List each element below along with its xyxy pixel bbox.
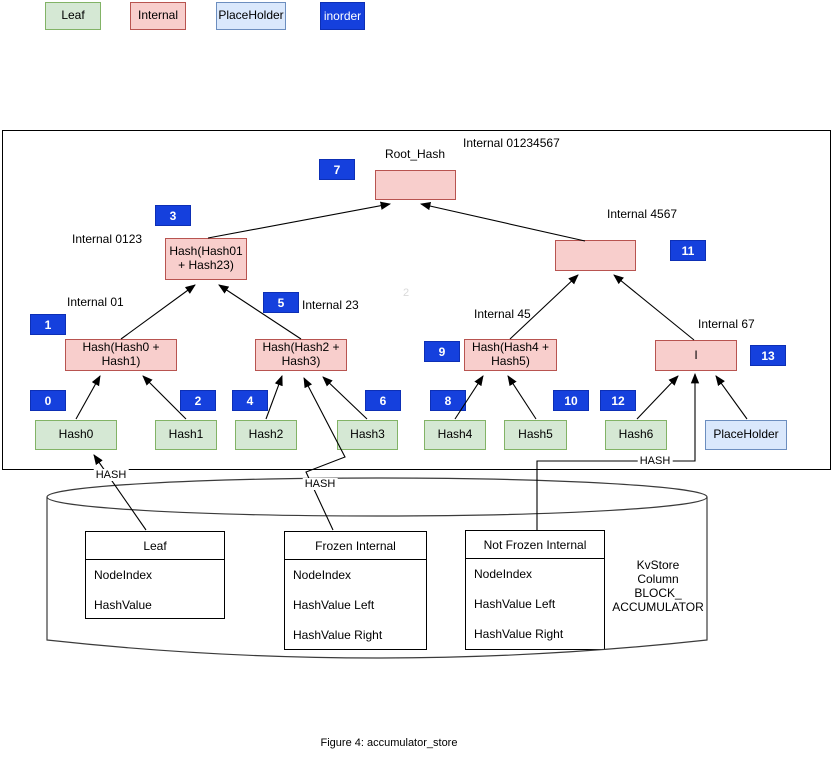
legend-internal-label: Internal [137,8,179,23]
node-root [375,170,456,200]
table-leaf-row-hashvalue: HashValue [94,598,152,612]
node-hash6: Hash6 [605,420,667,450]
internal-0123-label: Internal 0123 [72,232,143,246]
node-internal-67: I [655,340,737,371]
node-hash4-label: Hash4 [437,427,473,442]
legend-placeholder: PlaceHolder [216,2,286,30]
node-internal-23-line2: Hash3) [281,354,321,368]
legend-leaf: Leaf [45,2,101,30]
inorder-badge-8: 8 [430,390,466,411]
node-hash2: Hash2 [235,420,297,450]
legend-inorder: inorder [320,2,365,30]
kvstore-line4: ACCUMULATOR [612,600,704,614]
inorder-badge-0: 0 [30,390,66,411]
node-internal-67-label: I [694,347,698,362]
node-hash0: Hash0 [35,420,117,450]
kvstore-line3: BLOCK_ [634,586,682,600]
node-internal-01-line1: Hash(Hash0 + [82,340,160,355]
node-internal-45-line1: Hash(Hash4 + [471,340,550,355]
node-hash3: Hash3 [337,420,398,450]
inorder-badge-7: 7 [319,159,355,180]
node-internal-45: Hash(Hash4 +Hash5) [464,339,557,371]
inorder-badge-5: 5 [263,292,299,313]
node-hash0-label: Hash0 [58,427,94,442]
inorder-badge-2: 2 [180,390,216,411]
node-hash5-label: Hash5 [518,427,553,442]
inorder-badge-12: 12 [600,390,636,411]
inorder-badge-9: 9 [424,341,460,362]
node-internal-0123-line1: Hash(Hash01 [169,244,243,259]
internal-01234567-label: Internal 01234567 [463,136,560,150]
table-frozen-row-hashvalue-right: HashValue Right [293,628,383,642]
table-not-frozen-internal: Not Frozen Internal NodeIndex HashValue … [465,530,605,650]
internal-23-label: Internal 23 [302,298,359,312]
legend-inorder-label: inorder [323,9,362,23]
node-internal-0123: Hash(Hash01+ Hash23) [165,238,247,280]
node-internal-0123-line2: + Hash23) [178,258,234,272]
table-not-frozen-row-nodeindex: NodeIndex [474,567,533,581]
table-frozen-row-hashvalue-left: HashValue Left [293,598,375,612]
kvstore-column-label: KvStore Column BLOCK_ ACCUMULATOR [608,558,708,614]
node-internal-01: Hash(Hash0 +Hash1) [65,339,177,371]
hash-label-frozen: HASH [302,478,338,490]
table-not-frozen-row-hashvalue-right: HashValue Right [474,627,564,641]
inorder-badge-6: 6 [365,390,401,411]
inorder-badge-10: 10 [553,390,589,411]
table-leaf: Leaf NodeIndex HashValue [85,531,225,619]
internal-67-label: Internal 67 [698,317,755,331]
node-hash3-label: Hash3 [350,427,385,442]
node-placeholder: PlaceHolder [705,420,787,450]
node-hash2-label: Hash2 [248,427,284,442]
inorder-badge-1: 1 [30,314,66,335]
node-hash1-label: Hash1 [168,427,204,442]
node-hash1: Hash1 [155,420,217,450]
internal-4567-label: Internal 4567 [607,207,678,221]
cylinder-top-ellipse [46,477,708,517]
faint-watermark: 2 [403,287,410,299]
kvstore-line1: KvStore [636,558,680,572]
node-hash4: Hash4 [424,420,486,450]
hash-label-leaf: HASH [93,469,129,481]
table-leaf-title: Leaf [86,532,224,560]
node-internal-23-line1: Hash(Hash2 + [262,340,340,355]
node-hash5: Hash5 [504,420,567,450]
inorder-badge-4: 4 [232,390,268,411]
hash-label-notfrozen: HASH [637,455,673,467]
table-frozen-internal: Frozen Internal NodeIndex HashValue Left… [284,531,427,650]
internal-45-label: Internal 45 [474,307,531,321]
table-not-frozen-title: Not Frozen Internal [466,531,604,559]
node-internal-45-line2: Hash5) [491,354,530,368]
table-leaf-row-nodeindex: NodeIndex [94,568,153,582]
internal-01-label: Internal 01 [67,295,124,309]
inorder-badge-13: 13 [750,345,786,366]
kvstore-line2: Column [637,572,679,586]
table-not-frozen-row-hashvalue-left: HashValue Left [474,597,556,611]
inorder-badge-11: 11 [670,240,706,261]
node-internal-01-line2: Hash1) [101,354,141,368]
node-placeholder-label: PlaceHolder [713,427,779,442]
table-frozen-row-nodeindex: NodeIndex [293,568,352,582]
legend-placeholder-label: PlaceHolder [218,8,284,23]
legend-internal: Internal [130,2,186,30]
root-hash-label: Root_Hash [384,147,446,161]
node-internal-23: Hash(Hash2 +Hash3) [255,339,347,371]
legend-leaf-label: Leaf [61,8,85,23]
node-internal-4567 [555,240,636,271]
inorder-badge-3: 3 [155,205,191,226]
node-hash6-label: Hash6 [618,427,654,442]
table-frozen-title: Frozen Internal [285,532,426,560]
figure-caption: Figure 4: accumulator_store [320,737,458,749]
